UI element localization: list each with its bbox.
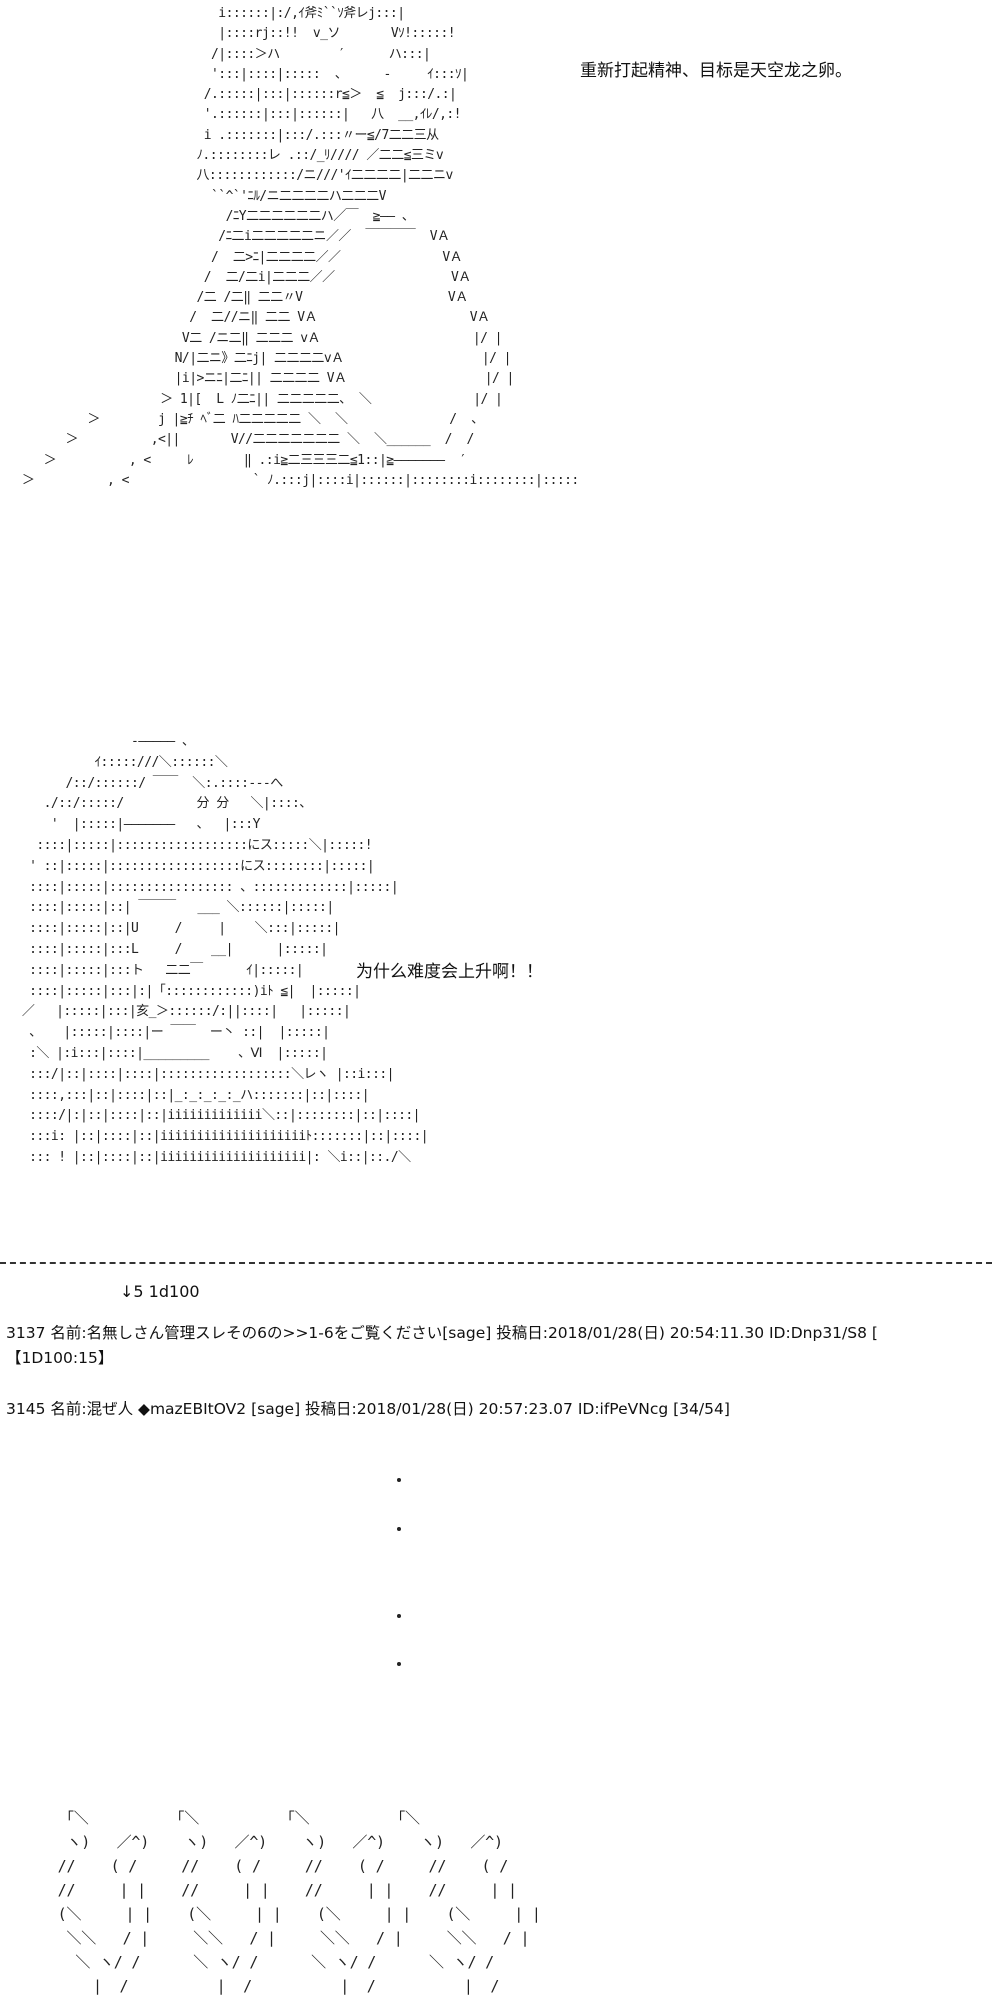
bottom-ascii-art: ｢＼ ｢＼ ｢＼ ｢＼ ヽ) ／^) ヽ) ／^) ヽ) ／^) ヽ) ／^) … bbox=[57, 1809, 541, 1995]
post-header: 3137 名前:名無しさん管理スレその6の>>1-6をご覧ください[sage] … bbox=[6, 1324, 878, 1342]
dashed-separator bbox=[0, 1262, 992, 1264]
dragon-ascii-art: i::::::|:/,ｲ斧ﾐ``ｿ斧レj:::| |::::rj::!! v_ソ… bbox=[21, 6, 579, 488]
girl-ascii-art: -――――― 、 ｲ:::::///＼::::::＼ /::/::::::/ ￣… bbox=[21, 734, 429, 1165]
ellipsis-dot bbox=[397, 1478, 401, 1482]
ellipsis-dot bbox=[397, 1527, 401, 1531]
dice-roll-line: ↓5 1d100 bbox=[120, 1282, 200, 1301]
caption-second: 为什么难度会上升啊！！ bbox=[356, 962, 543, 982]
ellipsis-dot bbox=[397, 1662, 401, 1666]
post-body: 【1D100:15】 bbox=[6, 1349, 114, 1367]
caption-first: 重新打起精神、目标是天空龙之卵。 bbox=[580, 61, 852, 81]
post-header: 3145 名前:混ぜ人 ◆mazEBItOV2 [sage] 投稿日:2018/… bbox=[6, 1400, 730, 1418]
ellipsis-dot bbox=[397, 1614, 401, 1618]
